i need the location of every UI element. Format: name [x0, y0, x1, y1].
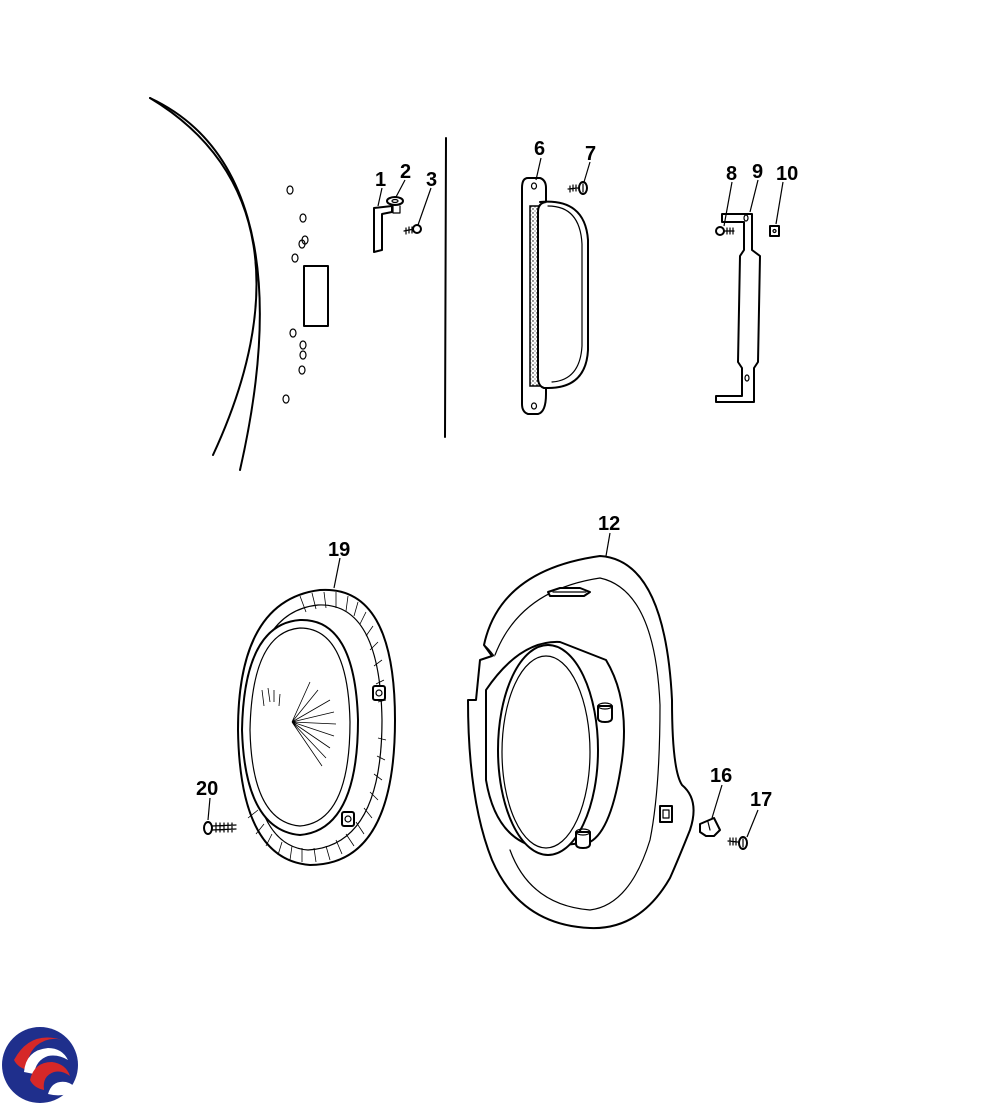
glass-reflection: [261, 681, 337, 767]
callout-6: 6: [534, 138, 545, 160]
callout-9: 9: [752, 161, 763, 183]
part-19-door-glass: [237, 588, 396, 866]
part-7-screw: [567, 181, 588, 195]
callout-12: 12: [598, 513, 620, 535]
callout-labels: 1 2 3 6 7 8 9 10 12 16 17 19 20: [196, 138, 798, 811]
part-12-door-frame: [467, 555, 695, 930]
part-20-screw: [203, 821, 237, 835]
part-10-nut: [769, 225, 780, 237]
callout-20: 20: [196, 778, 218, 800]
part-6-handle: [521, 177, 589, 415]
part-16-clip: [699, 817, 721, 837]
callout-7: 7: [585, 143, 596, 165]
callout-19: 19: [328, 539, 350, 561]
part-1-bracket: [373, 205, 393, 253]
callout-17: 17: [750, 789, 772, 811]
part-9-latch-bracket: [715, 213, 761, 403]
panel-divider: [444, 137, 447, 438]
panel-slot: [303, 265, 329, 327]
leader-lines: [207, 157, 784, 838]
ring-ribs: [247, 591, 387, 863]
callout-1: 1: [375, 169, 386, 191]
callout-2: 2: [400, 161, 411, 183]
part-3-screw: [403, 224, 422, 235]
swirl-logo-icon: [2, 1027, 78, 1103]
panel-holes: [282, 185, 309, 404]
callout-10: 10: [776, 163, 798, 185]
callout-8: 8: [726, 163, 737, 185]
callout-3: 3: [426, 169, 437, 191]
part-17-screw: [727, 836, 748, 850]
front-panel: [149, 97, 447, 471]
part-2-washer: [386, 196, 404, 214]
callout-16: 16: [710, 765, 732, 787]
part-8-screw: [715, 226, 735, 236]
